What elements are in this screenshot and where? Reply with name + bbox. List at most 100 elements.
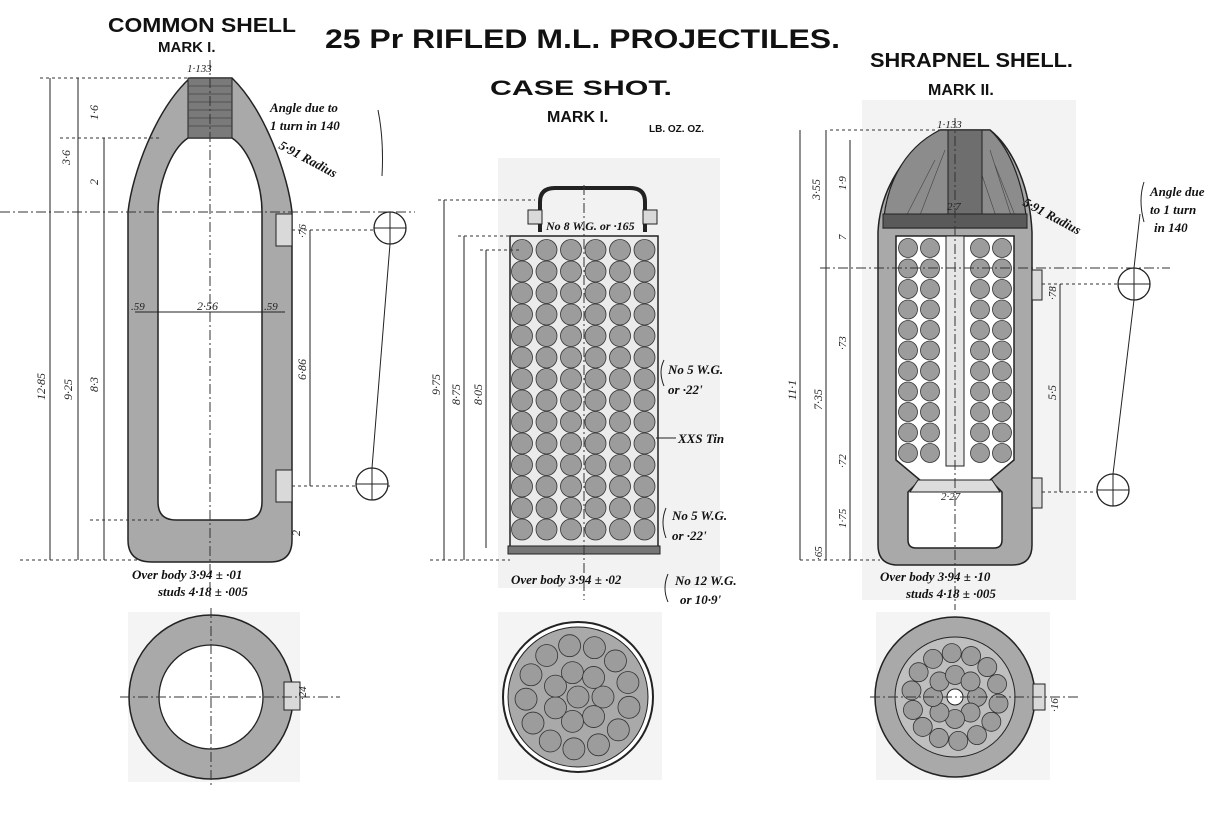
shot-ball: [560, 432, 582, 455]
common-studs-note: studs 4·18 ± ·005: [157, 584, 248, 599]
shot-ball: [535, 239, 558, 261]
common-dim-stud: ·76: [297, 224, 309, 238]
shrapnel-lower-dim: 2·27: [941, 491, 961, 503]
shot-ball: [920, 381, 940, 402]
common-dim-2: 2: [87, 179, 101, 185]
shot-ball: [981, 711, 1002, 732]
shot-ball: [535, 282, 558, 304]
shot-ball: [609, 325, 631, 347]
shot-ball: [901, 680, 922, 701]
shot-ball: [903, 700, 923, 720]
shot-ball: [633, 239, 656, 261]
shrapnel-top-dim: 1·133: [937, 119, 962, 131]
shot-ball: [560, 518, 582, 541]
case-end-balls: [514, 634, 641, 761]
shot-ball: [584, 346, 607, 369]
shot-ball: [970, 299, 990, 320]
shot-ball: [616, 671, 640, 694]
shot-ball: [560, 368, 582, 390]
common-shell-name: COMMON SHELL: [108, 15, 296, 37]
case-shot-end-view: [498, 612, 662, 780]
shot-ball: [617, 695, 641, 719]
case-bottom-note-2a: No 12 W.G.: [674, 573, 737, 588]
shrapnel-dim-65: ·65: [813, 546, 825, 560]
shrapnel-shell-mark: MARK II.: [928, 82, 994, 99]
shot-ball: [898, 402, 918, 422]
shot-ball: [960, 671, 981, 692]
shot-ball: [920, 238, 940, 258]
common-dim-3-6: 3·6: [59, 150, 73, 166]
shot-ball: [609, 411, 631, 433]
case-side-note-2: XXS Tin: [677, 431, 724, 446]
case-dim-8-75: 8·75: [449, 384, 463, 405]
shot-ball: [987, 674, 1007, 694]
shrapnel-dim-78: ·78: [1047, 286, 1059, 300]
common-dim-6-86: 6·86: [295, 359, 309, 380]
shot-ball: [912, 717, 933, 737]
common-lower-stud: [275, 469, 293, 503]
shot-ball: [535, 411, 558, 433]
shot-ball: [988, 693, 1009, 714]
shot-ball: [970, 340, 990, 361]
shot-ball: [514, 687, 538, 711]
shot-ball: [967, 725, 987, 746]
case-side-note-1a: No 5 W.G.: [667, 362, 723, 377]
shot-ball: [535, 475, 558, 498]
case-side-note-3a: No 5 W.G.: [671, 508, 727, 523]
common-end-stud-dim: ·24: [297, 686, 309, 700]
shrapnel-rifling-note-3: in 140: [1154, 220, 1188, 235]
case-bottom-note: Over body 3·94 ± ·02: [511, 572, 622, 587]
case-shot-units: LB. OZ. OZ.: [649, 124, 704, 135]
shot-ball: [535, 303, 558, 326]
common-shell-mark: MARK I.: [158, 39, 216, 56]
shot-ball: [908, 662, 929, 683]
shot-ball: [898, 320, 918, 340]
shot-ball: [633, 389, 656, 412]
shot-ball: [584, 260, 607, 283]
shot-ball: [633, 303, 656, 326]
shrapnel-end-balls: [901, 643, 1009, 751]
shot-ball: [609, 303, 631, 326]
shot-ball: [511, 389, 533, 412]
shot-ball: [560, 346, 582, 369]
shot-ball: [521, 711, 545, 735]
shot-ball: [511, 454, 533, 476]
common-dim-1-6: 1·6: [87, 105, 101, 120]
shot-ball: [920, 443, 940, 463]
shrapnel-shell-end-view: ·16: [870, 612, 1080, 780]
shot-ball: [535, 454, 558, 476]
shrapnel-dim-1-75: 1·75: [837, 508, 849, 528]
common-dim-wall-left: .59: [131, 301, 145, 313]
shot-ball: [920, 279, 940, 299]
shrapnel-balls: [898, 238, 1012, 463]
shot-ball: [535, 325, 558, 347]
common-rifling-note-1: Angle due to: [269, 100, 338, 115]
shrapnel-studs-note: studs 4·18 ± ·005: [905, 586, 996, 601]
shot-ball: [584, 454, 607, 476]
shot-ball: [584, 239, 607, 261]
shot-ball: [511, 325, 533, 347]
shot-ball: [584, 432, 607, 455]
shrapnel-end-stud-dim: ·16: [1049, 698, 1061, 712]
shot-ball: [560, 325, 582, 347]
shot-ball: [633, 325, 656, 347]
shot-ball: [544, 674, 567, 698]
shot-ball: [584, 497, 607, 519]
shot-ball: [535, 368, 558, 390]
shrapnel-dim-72: ·72: [837, 454, 849, 468]
shot-ball: [970, 320, 990, 340]
shot-ball: [920, 340, 940, 361]
common-dim-12-85: 12·85: [34, 373, 48, 400]
shot-ball: [898, 279, 918, 299]
shot-ball: [582, 636, 606, 660]
shot-ball: [992, 443, 1012, 463]
shot-ball: [582, 666, 605, 689]
shot-ball: [948, 730, 969, 751]
shot-ball: [606, 718, 630, 742]
shot-ball: [535, 346, 558, 369]
shot-ball: [535, 644, 559, 667]
shot-ball: [633, 282, 656, 304]
shot-ball: [535, 432, 558, 455]
common-dim-2-56: 2·56: [197, 299, 218, 313]
